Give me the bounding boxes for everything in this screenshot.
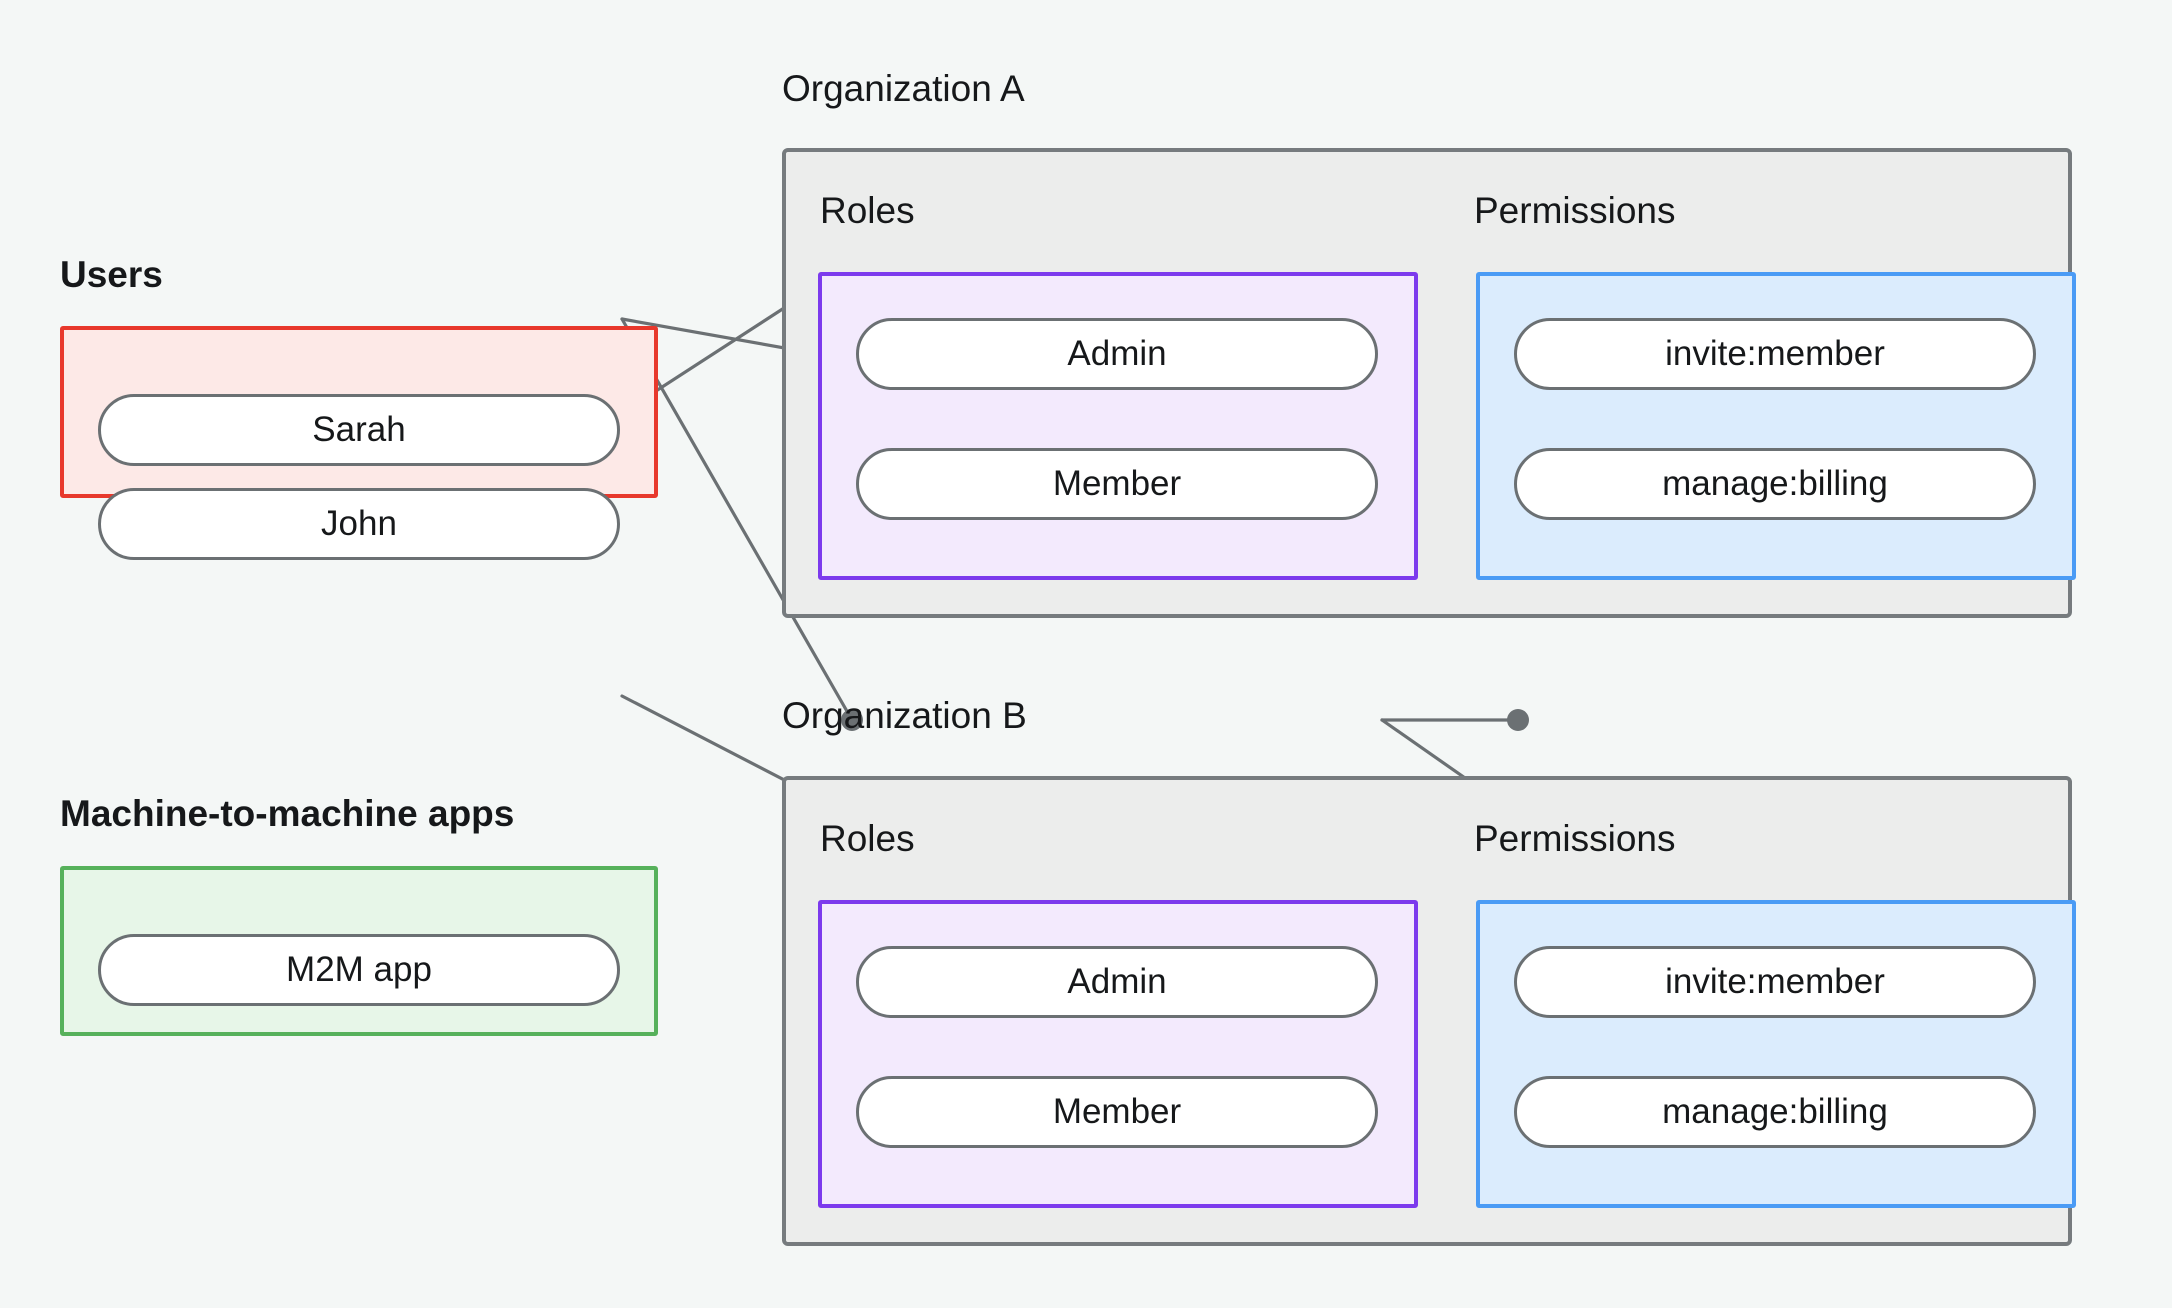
organization-b-permissions-label: Permissions [1474, 818, 1676, 859]
organization-b-title: Organization B [782, 695, 1027, 736]
m2m-title: Machine-to-machine apps [60, 793, 515, 834]
user-pill-john[interactable]: John [98, 488, 620, 560]
organization-a-permissions-label: Permissions [1474, 190, 1676, 231]
users-title: Users [60, 254, 163, 295]
organization-b-roles-label: Roles [820, 818, 915, 859]
user-pill-sarah[interactable]: Sarah [98, 394, 620, 466]
edge-dot-orgb-invite-member [1507, 709, 1529, 731]
orga-permission-pill-invite-member[interactable]: invite:member [1514, 318, 2036, 390]
m2m-pill-app[interactable]: M2M app [98, 934, 620, 1006]
orgb-role-pill-member[interactable]: Member [856, 1076, 1378, 1148]
orga-permission-pill-manage-billing[interactable]: manage:billing [1514, 448, 2036, 520]
orgb-permission-pill-manage-billing[interactable]: manage:billing [1514, 1076, 2036, 1148]
organization-a-title: Organization A [782, 68, 1025, 109]
orgb-role-pill-admin[interactable]: Admin [856, 946, 1378, 1018]
orga-role-pill-member[interactable]: Member [856, 448, 1378, 520]
orgb-permission-pill-invite-member[interactable]: invite:member [1514, 946, 2036, 1018]
orga-role-pill-admin[interactable]: Admin [856, 318, 1378, 390]
organization-a-roles-label: Roles [820, 190, 915, 231]
